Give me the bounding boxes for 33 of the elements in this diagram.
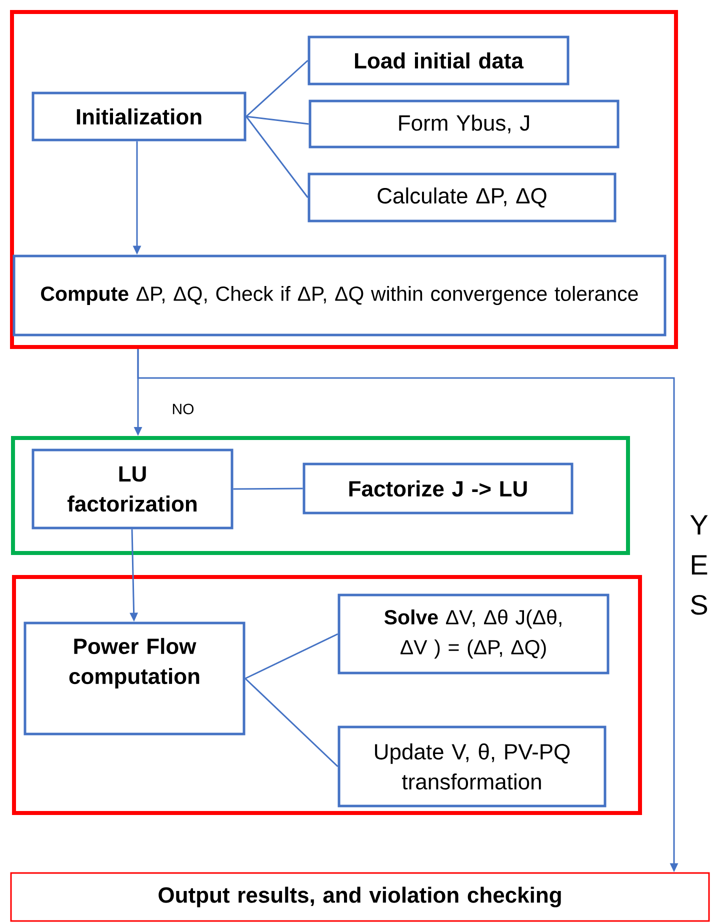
process-box (32, 92, 246, 142)
node-label: Update V, θ, PV-PQ transformation (375, 743, 570, 790)
edge-label: Y E S (687, 514, 711, 616)
process-box (338, 726, 606, 808)
connector-line (244, 678, 338, 768)
group-frame (11, 436, 630, 555)
process-box (338, 594, 610, 674)
node-label: Solve ΔV, Δθ J(Δθ, ΔV ) = (ΔP, ΔQ) (384, 609, 562, 659)
process-box (308, 100, 620, 148)
node-label: Load initial data (355, 52, 524, 69)
node-label: Initialization (76, 108, 202, 125)
node-label: Form Ybus, J (399, 114, 529, 134)
node-label: Calculate ΔP, ΔQ (378, 187, 546, 208)
connector-line (244, 633, 338, 680)
node-label: Output results, and violation checking (158, 886, 561, 908)
process-box (24, 622, 246, 736)
process-box (302, 462, 574, 514)
node-label: Factorize J -> LU (349, 480, 527, 497)
edge-label: NO (167, 402, 199, 416)
node-label: LU factorization (67, 466, 197, 512)
group-frame (10, 10, 678, 349)
output-box (10, 872, 710, 922)
process-box (32, 448, 234, 530)
process-box (308, 36, 570, 86)
node-label: Power Flow computation (69, 638, 200, 688)
connector-line (246, 116, 309, 125)
group-frame (12, 575, 642, 815)
node-label: Compute ΔP, ΔQ, Check if ΔP, ΔQ within convergence tolerance (41, 286, 638, 306)
connector-line (246, 60, 308, 118)
process-box (308, 172, 616, 222)
connector-line (246, 116, 308, 198)
connector-line (233, 488, 303, 490)
process-box (12, 254, 666, 336)
